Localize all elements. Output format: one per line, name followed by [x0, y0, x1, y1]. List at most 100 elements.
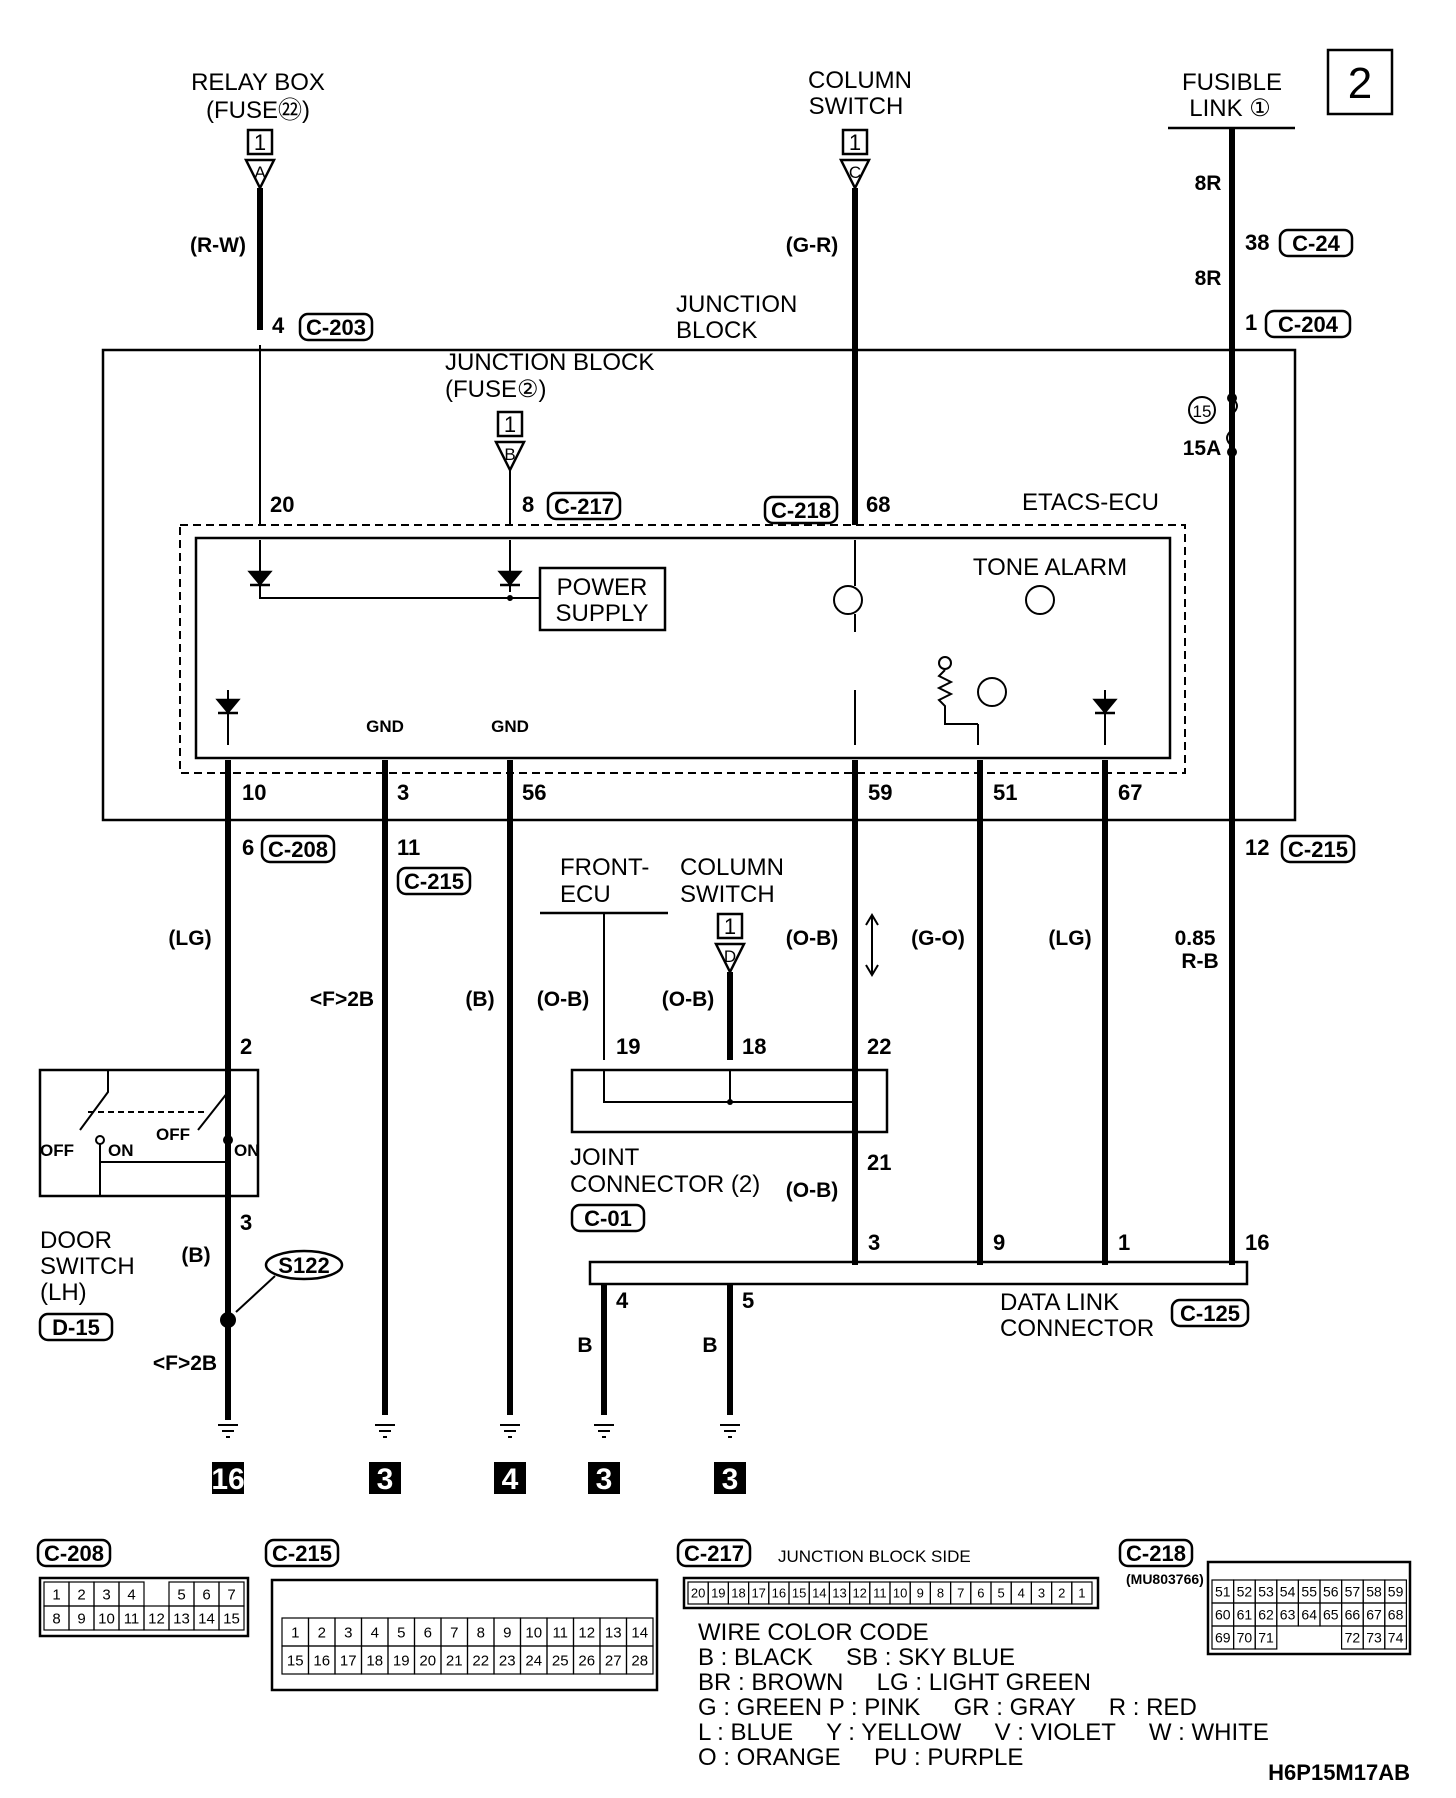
etacs-outer-dashed — [179, 524, 1186, 774]
c217-pin-label: 10 — [893, 1586, 907, 1601]
c215-pin-label: 23 — [499, 1652, 516, 1669]
c218-pin-label: 54 — [1280, 1584, 1296, 1600]
pin-door-2: 2 — [240, 1034, 252, 1059]
c218-pin-label: 72 — [1345, 1630, 1361, 1646]
c218-pin-label: 60 — [1215, 1607, 1231, 1623]
column-switch-label-1: COLUMN — [808, 67, 912, 94]
c217-pin-label: 8 — [937, 1586, 944, 1601]
fuse-15-circle — [1188, 396, 1216, 424]
door-switch-box — [38, 1068, 260, 1198]
c217-pin-label: 4 — [1018, 1586, 1025, 1601]
c218-pin-label: 52 — [1237, 1584, 1253, 1600]
resistor-node — [938, 656, 952, 670]
c208-pin-label: 6 — [202, 1586, 210, 1603]
c215-pin-label: 25 — [552, 1652, 569, 1669]
c208-pin-label: 10 — [98, 1610, 115, 1627]
c217-pin-label: 19 — [711, 1586, 725, 1601]
c217-pin-label: 11 — [873, 1586, 887, 1601]
c215-pin-label: 16 — [313, 1652, 330, 1669]
c215-pin-label: 4 — [371, 1624, 379, 1641]
ground-icon — [218, 1424, 238, 1438]
conn-c203-frame — [298, 312, 374, 342]
wire-label-ob-1: (O-B) — [537, 988, 589, 1011]
fuse-15-amp: 15A — [1183, 437, 1222, 460]
c215-pin-label: 21 — [446, 1652, 463, 1669]
column-switch-letter: C — [849, 163, 861, 182]
wire-color-line-1: B : BLACK SB : SKY BLUE — [698, 1644, 1015, 1671]
ground-4: 3 — [588, 1424, 620, 1496]
c218-pin-label: 57 — [1345, 1584, 1361, 1600]
wire-label-ob-3: (O-B) — [786, 927, 838, 950]
c217-pin-label: 2 — [1058, 1586, 1065, 1601]
conn-c24: C-24 — [1292, 231, 1340, 256]
c218-pin-label: 55 — [1301, 1584, 1317, 1600]
relay-box-label: RELAY BOX — [191, 69, 325, 96]
c215-pin-label: 12 — [578, 1624, 595, 1641]
c218-body — [1206, 1560, 1412, 1656]
c218-pin-label: 65 — [1323, 1607, 1339, 1623]
c215-pin-label: 2 — [318, 1624, 326, 1641]
c217-label-frame — [676, 1538, 752, 1568]
conn-c208-label: C-208 — [268, 837, 328, 862]
wire-label-8r-1: 8R — [1195, 172, 1222, 195]
c218-pin-label: 71 — [1258, 1630, 1274, 1646]
conn-c208-frame — [260, 834, 336, 864]
fuse-15-node-top — [1227, 393, 1237, 403]
c215-body — [270, 1578, 659, 1692]
c218-pin-label: 70 — [1237, 1630, 1253, 1646]
power-supply-box — [538, 566, 667, 632]
pin-20: 20 — [270, 492, 294, 517]
relay-box-source: RELAY BOX (FUSE㉒) 1 A (R-W) 4 C-203 — [190, 69, 374, 342]
wire-label-085: 0.85 — [1175, 927, 1216, 950]
c208-label-frame — [36, 1538, 112, 1568]
joint-node-22 — [852, 1099, 858, 1105]
column-switch-label-2: SWITCH — [809, 93, 904, 120]
c218-pin-label: 61 — [1237, 1607, 1253, 1623]
c217-pin-label: 15 — [792, 1586, 806, 1601]
fusible-link-source: FUSIBLE LINK ① 8R 38 C-24 8R 1 C-204 — [1168, 69, 1354, 820]
c217-pin-label: 7 — [957, 1586, 964, 1601]
door-switch-label-2: SWITCH — [40, 1253, 135, 1280]
door-switch-on-1: ON — [108, 1141, 134, 1160]
pin-6: 6 — [242, 835, 254, 860]
conn-c204: C-204 — [1278, 312, 1339, 337]
wire-label-ob-4: (O-B) — [786, 1179, 838, 1202]
pin-11: 11 — [397, 835, 420, 860]
c218-pin-label: 69 — [1215, 1630, 1231, 1646]
ground-number: 3 — [722, 1463, 739, 1496]
conn-c203: C-203 — [306, 315, 366, 340]
c208-label: C-208 — [44, 1541, 104, 1566]
conn-c215b-frame — [1280, 834, 1356, 864]
pin-67: 67 — [1118, 780, 1142, 805]
c208-pin-label: 7 — [227, 1586, 235, 1603]
splice-node — [220, 1312, 236, 1328]
dlc-label-2: CONNECTOR — [1000, 1315, 1154, 1342]
splice-s122-label: S122 — [278, 1253, 329, 1278]
c217-pin-label: 6 — [977, 1586, 984, 1601]
conn-d15-label: D-15 — [52, 1315, 100, 1340]
wire-label-8r-2: 8R — [1195, 267, 1222, 290]
column-switch-tag — [841, 128, 869, 156]
ground-number: 4 — [502, 1463, 519, 1496]
c215-pin-label: 3 — [344, 1624, 352, 1641]
relay-box-tag-num: 1 — [254, 130, 266, 155]
c217-pin-label: 14 — [812, 1586, 826, 1601]
wire-label-lg-2: (LG) — [1048, 927, 1091, 950]
grounds: 16 3 4 3 3 — [211, 1424, 746, 1496]
signal-direction-icon — [865, 913, 879, 977]
c215-label-frame — [264, 1538, 340, 1568]
c218-pin-label: 67 — [1366, 1607, 1382, 1623]
junction-block-title-1: JUNCTION — [676, 291, 797, 318]
wire-label-go: (G-O) — [911, 927, 965, 950]
ground-number: 16 — [211, 1463, 244, 1496]
gnd-label-3: GND — [366, 717, 404, 736]
conn-c01-frame — [570, 1203, 646, 1233]
wire-label-rw: (R-W) — [190, 234, 246, 257]
resistor-icon — [936, 669, 978, 725]
jb-fuse-title-1: JUNCTION BLOCK — [445, 349, 654, 376]
ground-badge — [369, 1462, 401, 1494]
relay-box-fuse-label: (FUSE㉒) — [206, 97, 310, 124]
joint-node-18 — [727, 1099, 733, 1105]
